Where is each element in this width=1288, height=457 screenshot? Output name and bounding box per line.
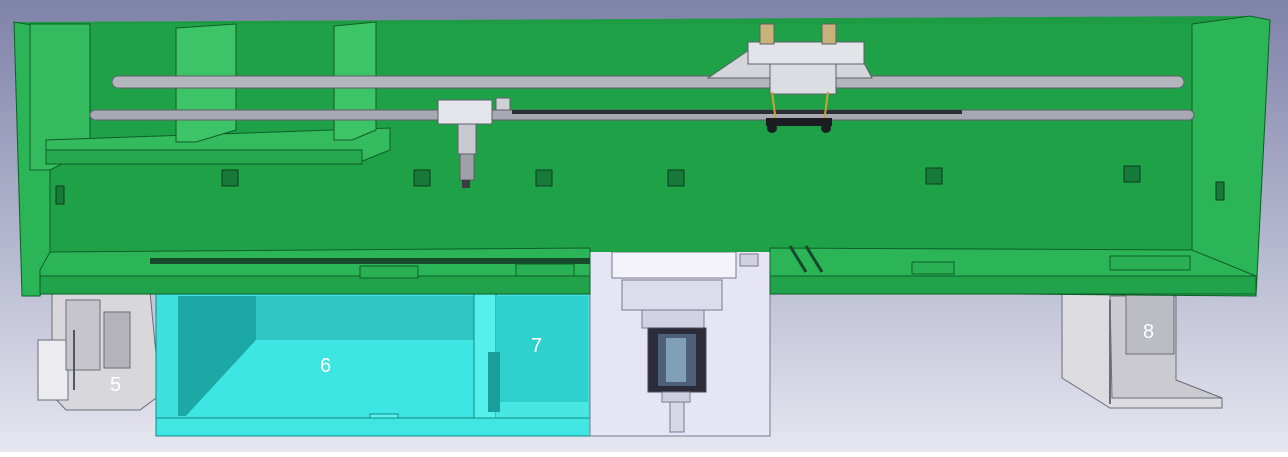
- label-8: 8: [1143, 321, 1155, 343]
- label-7: 7: [531, 335, 543, 357]
- right-support: [1061, 289, 1223, 409]
- tool-housing: [589, 247, 771, 437]
- carriage-left: [437, 97, 511, 188]
- tank: [155, 289, 591, 437]
- label-5: 5: [110, 374, 122, 396]
- left-support: [37, 291, 161, 411]
- rails: [89, 75, 1195, 121]
- carriage-right: [706, 23, 873, 133]
- label-6: 6: [320, 355, 332, 377]
- wall-holes: [55, 165, 1225, 205]
